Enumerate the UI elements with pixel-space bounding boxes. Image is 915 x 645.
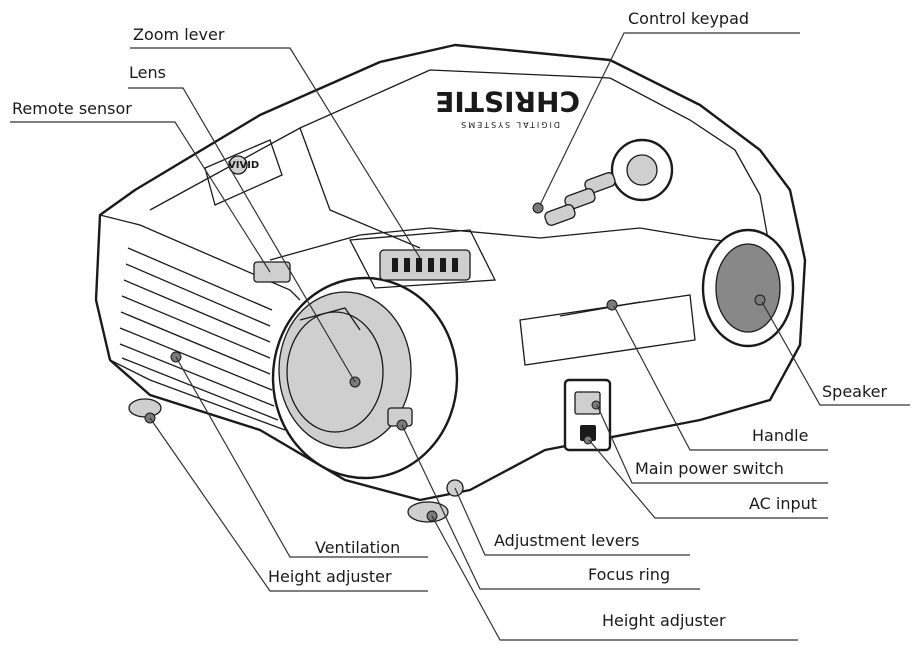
label-lens: Lens bbox=[129, 63, 166, 82]
label-control-keypad: Control keypad bbox=[628, 9, 750, 28]
lens-assembly bbox=[271, 276, 459, 480]
leader-speaker bbox=[761, 301, 910, 406]
label-remote-sensor: Remote sensor bbox=[12, 99, 132, 118]
leader-lens bbox=[128, 87, 356, 383]
power-panel bbox=[563, 378, 612, 452]
leader-height-adjuster-left bbox=[149, 417, 428, 592]
leader-focus-ring bbox=[401, 424, 700, 590]
label-ac-input: AC input bbox=[749, 494, 818, 513]
leader-main-power-switch bbox=[596, 404, 828, 484]
svg-text:CHRISTIE: CHRISTIE bbox=[435, 85, 580, 118]
leader-height-adjuster-right bbox=[431, 515, 798, 641]
christie-logo: CHRISTIE DIGITAL SYSTEMS bbox=[435, 85, 580, 129]
height-adjuster-feet bbox=[128, 398, 464, 523]
ventilation-grille bbox=[119, 247, 279, 421]
leader-control-keypad bbox=[539, 32, 800, 206]
leader-remote-sensor bbox=[10, 121, 271, 273]
label-zoom-lever: Zoom lever bbox=[133, 25, 225, 44]
leader-zoom-lever bbox=[130, 47, 421, 259]
label-speaker: Speaker bbox=[822, 382, 888, 401]
leader-ventilation bbox=[175, 356, 428, 558]
label-handle: Handle bbox=[752, 426, 809, 445]
leader-handle bbox=[613, 305, 828, 451]
remote-sensor-window bbox=[253, 261, 291, 283]
label-main-power-switch: Main power switch bbox=[635, 459, 784, 478]
vivid-badge: VIVID bbox=[204, 139, 283, 206]
label-focus-ring: Focus ring bbox=[588, 565, 671, 584]
speaker-grille bbox=[701, 228, 795, 348]
handle-area bbox=[519, 294, 696, 366]
label-adjustment-levers: Adjustment levers bbox=[494, 531, 640, 550]
leader-ac-input bbox=[588, 439, 828, 519]
control-keypad-panel bbox=[532, 138, 674, 226]
leader-lines bbox=[10, 32, 910, 641]
projector-illustration: VIVID CHRISTIE DIGITAL SYSTEMS bbox=[94, 43, 807, 523]
label-height-adjuster-left: Height adjuster bbox=[268, 567, 392, 586]
label-ventilation: Ventilation bbox=[315, 538, 401, 557]
zoom-lever-control bbox=[348, 229, 497, 289]
leader-adjustment-levers bbox=[454, 487, 690, 556]
svg-text:DIGITAL SYSTEMS: DIGITAL SYSTEMS bbox=[459, 120, 560, 129]
badge-text: VIVID bbox=[228, 160, 259, 171]
label-height-adjuster-right: Height adjuster bbox=[602, 611, 726, 630]
